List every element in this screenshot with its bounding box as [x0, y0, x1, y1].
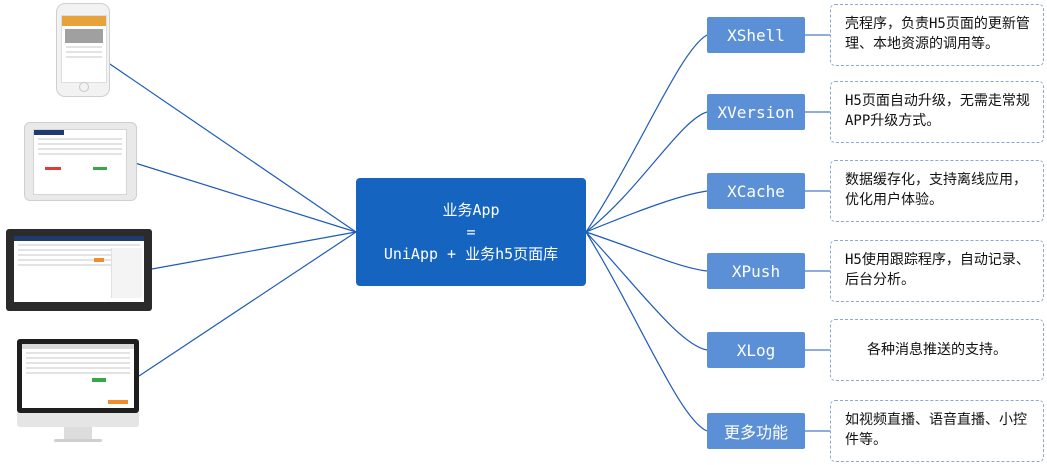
node-more: 更多功能: [707, 413, 805, 449]
desktop-chin: [17, 413, 139, 427]
center-node: 业务App = UniApp + 业务h5页面库: [356, 178, 586, 286]
node-xcache: XCache: [707, 173, 805, 209]
center-title: 业务App: [442, 201, 500, 219]
tablet-icon: [24, 122, 137, 201]
desktop-stand: [64, 427, 92, 439]
desc-xlog: 各种消息推送的支持。: [830, 319, 1044, 381]
phone-icon: [56, 3, 110, 97]
node-xshell: XShell: [707, 17, 805, 53]
desc-xpush: H5使用跟踪程序，自动记录、后台分析。: [830, 240, 1044, 302]
desc-xversion: H5页面自动升级，无需走常规APP升级方式。: [830, 81, 1044, 143]
desktop-icon: [17, 339, 139, 413]
node-xpush: XPush: [707, 253, 805, 289]
desktop-foot: [54, 439, 102, 442]
desc-xcache: 数据缓存化，支持离线应用，优化用户体验。: [830, 160, 1044, 222]
laptop-icon: [6, 229, 152, 311]
desc-xshell: 壳程序，负责H5页面的更新管理、本地资源的调用等。: [830, 4, 1044, 66]
center-equals: =: [466, 223, 476, 241]
desc-more: 如视频直播、语音直播、小控件等。: [830, 400, 1044, 462]
node-xversion: XVersion: [707, 94, 805, 130]
node-xlog: XLog: [707, 332, 805, 368]
center-formula: UniApp + 业务h5页面库: [383, 245, 559, 263]
